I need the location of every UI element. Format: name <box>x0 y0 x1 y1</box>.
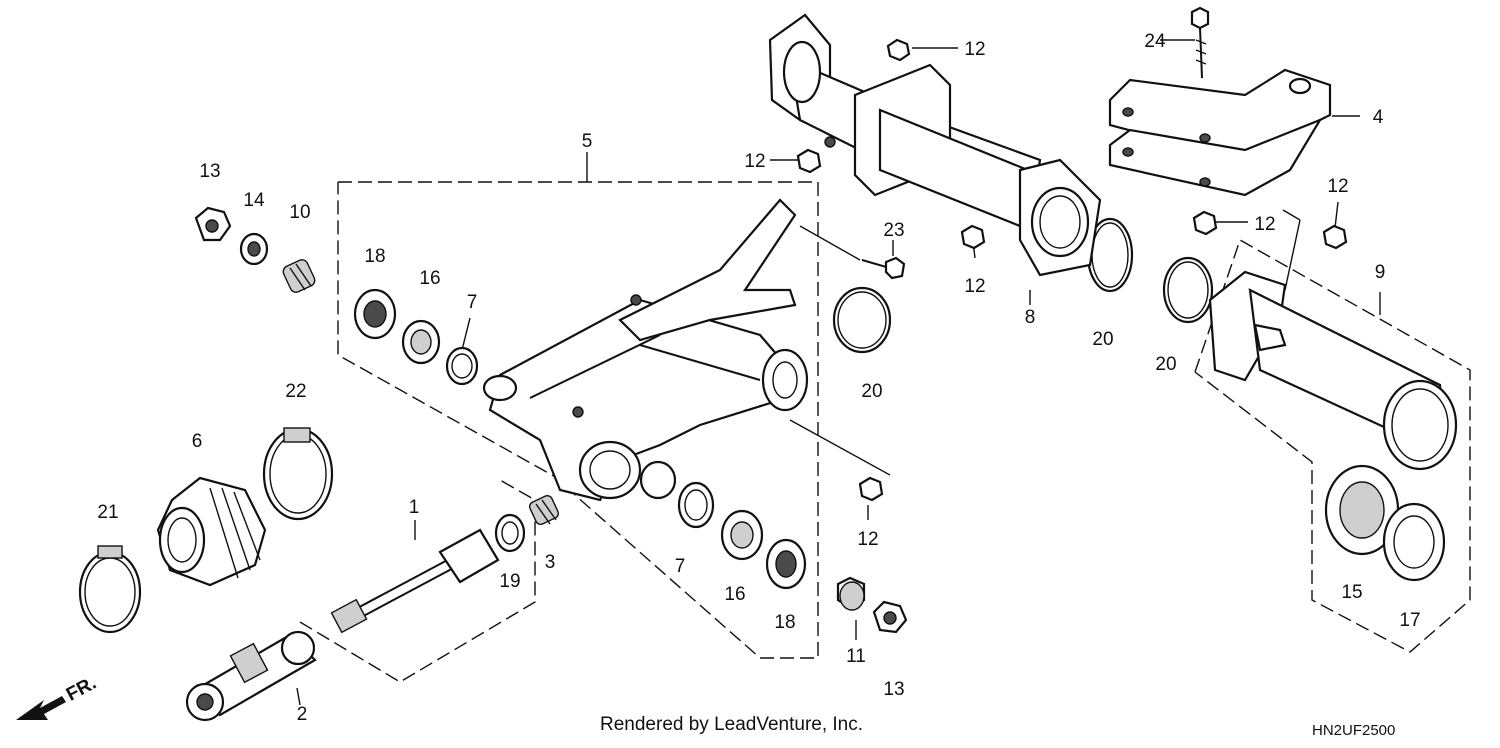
callout-13-bottom: 13 <box>883 679 904 700</box>
front-indicator-label: FR. <box>63 673 100 706</box>
callout-20-a: 20 <box>861 381 882 402</box>
callout-12-d: 12 <box>1254 214 1275 235</box>
part-12-nut-d <box>1192 210 1218 236</box>
part-12-nut-f <box>858 476 884 502</box>
callout-3: 3 <box>545 552 556 573</box>
part-2-ujoint <box>185 630 317 722</box>
callout-1: 1 <box>409 497 420 518</box>
front-arrow-icon <box>16 696 66 720</box>
part-20-oring-a <box>832 286 892 354</box>
part-15-bearing <box>1324 464 1400 556</box>
callout-12-a: 12 <box>964 39 985 60</box>
callout-20-b: 20 <box>1092 329 1113 350</box>
callout-5: 5 <box>582 131 593 152</box>
part-5-swingarm <box>482 198 809 502</box>
callout-22: 22 <box>285 381 306 402</box>
callout-12-c: 12 <box>964 276 985 297</box>
part-12-nut-c <box>960 224 986 250</box>
callout-23: 23 <box>883 220 904 241</box>
callout-13-top: 13 <box>199 161 220 182</box>
part-7-ring-right <box>677 481 715 529</box>
callout-24: 24 <box>1144 31 1166 52</box>
part-6-boot <box>156 476 267 587</box>
part-24-bolt <box>1190 6 1210 79</box>
part-16-bearing-right <box>720 509 764 561</box>
callout-11: 11 <box>846 646 866 667</box>
callout-16-right: 16 <box>724 584 745 605</box>
part-9-axle-housing <box>1208 270 1458 471</box>
axle-housing-group-outline <box>1194 238 1471 653</box>
callout-15: 15 <box>1341 582 1362 603</box>
part-14-washer <box>239 232 269 266</box>
callout-18-left: 18 <box>364 246 385 267</box>
callout-17: 17 <box>1399 610 1420 631</box>
credit-text: Rendered by LeadVenture, Inc. <box>600 714 863 735</box>
callout-9: 9 <box>1375 262 1386 283</box>
diagram-code: HN2UF2500 <box>1312 722 1395 739</box>
shaft-group-outline <box>299 479 536 683</box>
part-13-nut-top <box>194 206 232 242</box>
callout-8: 8 <box>1025 307 1036 328</box>
callout-18-right: 18 <box>774 612 795 633</box>
callout-labels: 1 2 3 4 5 6 7 7 8 9 10 11 12 12 12 12 12… <box>97 31 1420 725</box>
callout-7-left: 7 <box>467 292 478 313</box>
part-1-drive-shaft <box>330 528 500 634</box>
part-22-clamp <box>262 427 334 521</box>
callout-2: 2 <box>297 704 308 725</box>
part-18-seal-left <box>353 288 397 340</box>
callout-6: 6 <box>192 431 203 452</box>
part-8-housing <box>768 13 1102 277</box>
part-7-ring-left <box>445 346 479 386</box>
part-20-oring-c <box>1162 256 1214 324</box>
callout-19: 19 <box>499 571 520 592</box>
callout-12-b: 12 <box>744 151 765 172</box>
part-16-bearing-left <box>401 319 441 365</box>
callout-7-right: 7 <box>675 556 686 577</box>
callout-12-e: 12 <box>1327 176 1348 197</box>
callout-4: 4 <box>1373 107 1384 128</box>
part-4-bracket <box>1108 68 1332 197</box>
part-18-seal-right <box>765 538 807 590</box>
part-19-ring <box>494 513 526 553</box>
part-21-clamp <box>78 545 142 634</box>
part-13-nut-bottom <box>872 600 908 634</box>
part-11-bolt <box>836 576 866 611</box>
callout-14: 14 <box>243 190 265 211</box>
part-17-seal <box>1382 502 1446 582</box>
part-23-bolt <box>861 256 906 280</box>
part-12-nut-a <box>886 38 911 62</box>
callout-10: 10 <box>289 202 310 223</box>
part-12-nut-b <box>796 148 822 174</box>
callout-21: 21 <box>97 502 118 523</box>
callout-20-c: 20 <box>1155 354 1176 375</box>
callout-12-f: 12 <box>857 529 878 550</box>
callout-16-left: 16 <box>419 268 440 289</box>
part-10-coupler <box>282 259 316 293</box>
part-12-nut-e <box>1322 224 1348 250</box>
part-3-spring <box>528 494 560 526</box>
